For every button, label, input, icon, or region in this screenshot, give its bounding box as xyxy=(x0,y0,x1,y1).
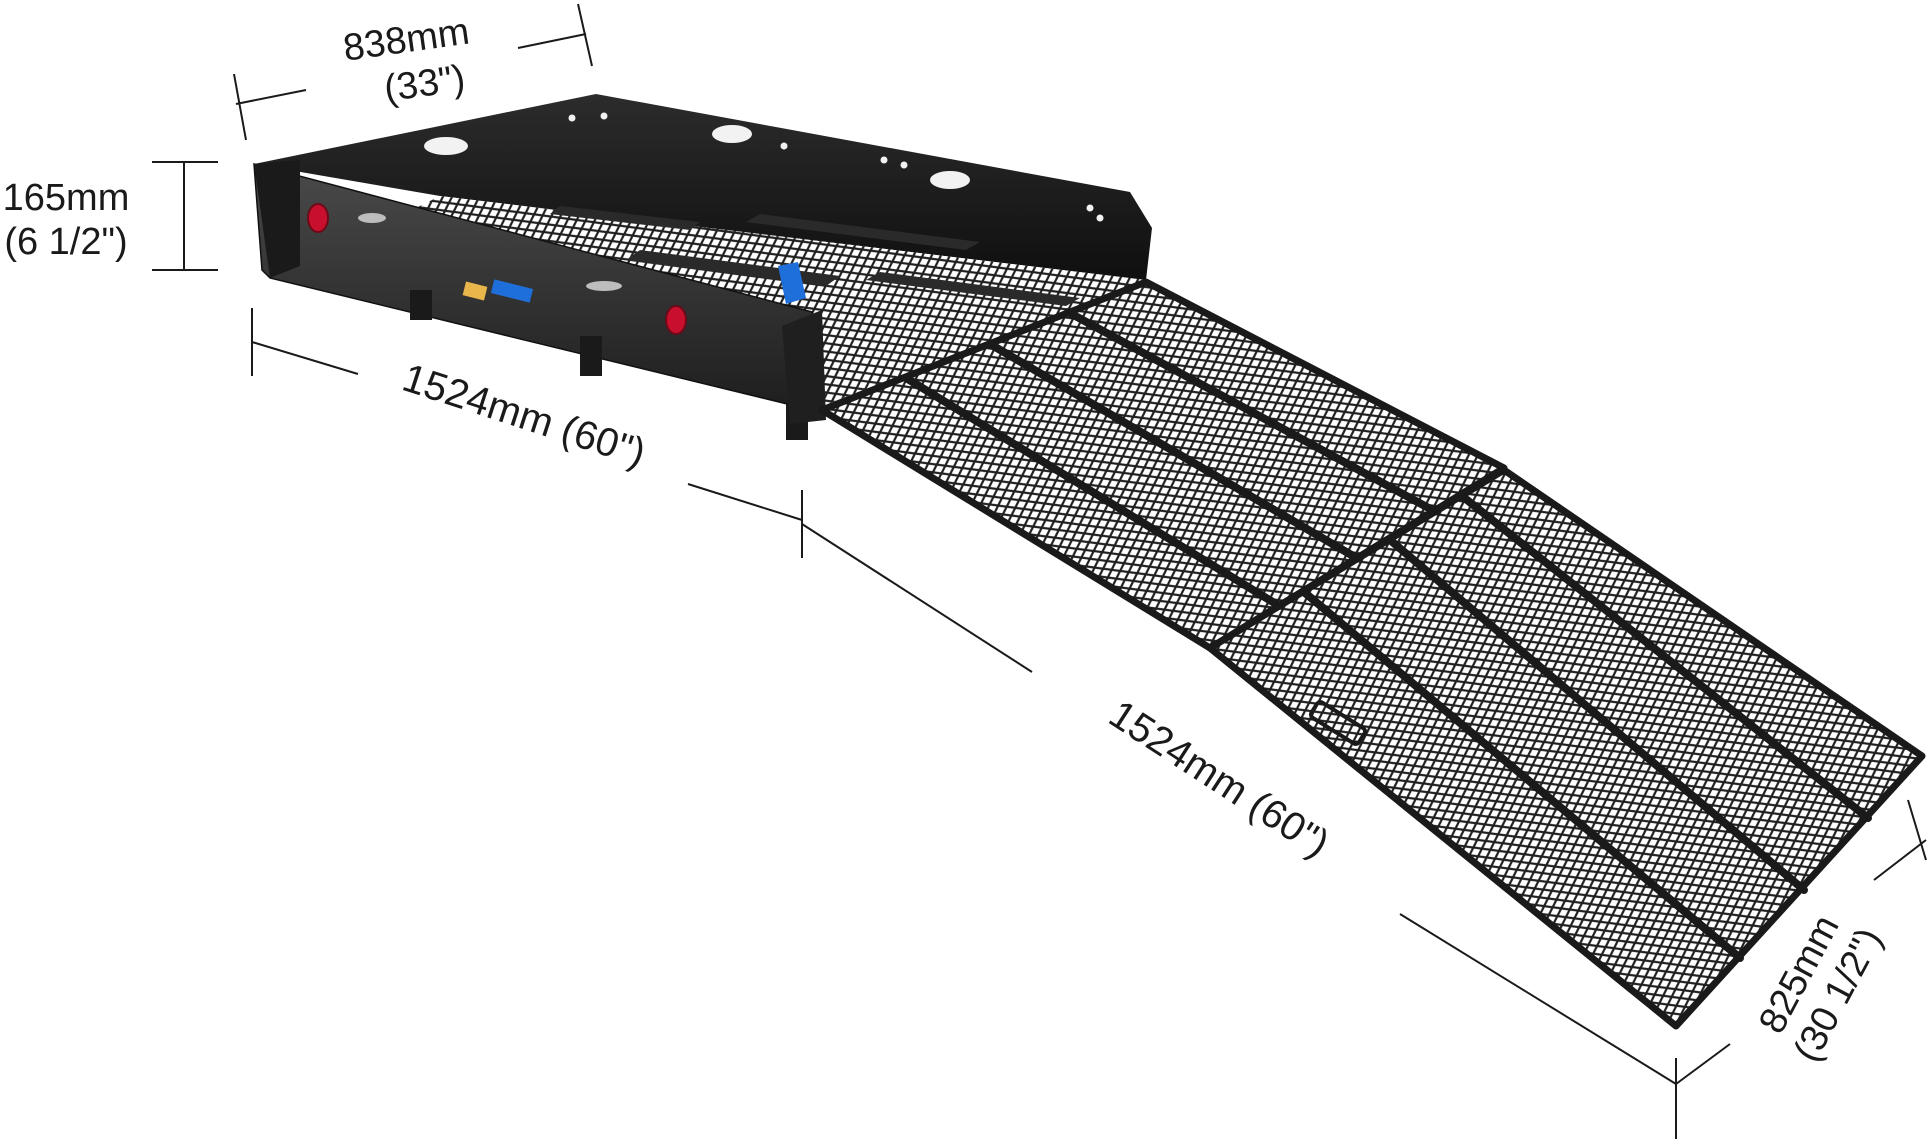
side-rail-slot xyxy=(586,281,622,291)
side-rail-slot xyxy=(358,213,386,223)
cargo-carrier xyxy=(253,94,1152,440)
ramp-upper-bars xyxy=(902,308,1440,608)
ramp-latch-clamp xyxy=(778,262,806,304)
back-wall-handle-hole xyxy=(424,137,468,155)
reflector-right xyxy=(665,305,687,335)
ramp-carry-handle xyxy=(1308,700,1368,746)
back-wall-handle-hole xyxy=(930,171,970,189)
height-dimension-label: 165mm (6 1/2") xyxy=(3,177,130,263)
ramp-lower-frame xyxy=(1206,466,1926,1030)
dimension-lines xyxy=(152,3,1927,1139)
carrier-length-label: 1524mm (60") xyxy=(397,356,650,476)
ramp-lower-section xyxy=(1206,466,1926,1030)
mount-bracket xyxy=(410,290,432,320)
width-dimension-label: 838mm (33") xyxy=(341,11,472,111)
back-wall-handle-hole xyxy=(712,125,752,143)
mount-bracket xyxy=(580,336,602,376)
width-in-text: (33") xyxy=(382,58,468,111)
carrier-back-wall xyxy=(254,94,1152,280)
back-wall-bolt-holes xyxy=(568,112,1104,222)
carrier-front-rail xyxy=(253,163,813,411)
height-in-text: (6 1/2") xyxy=(4,221,127,263)
hitch-pin-clamp xyxy=(490,279,534,303)
warning-label xyxy=(462,281,488,301)
ramp-hinge-arm xyxy=(782,310,826,424)
carrier-end-wall xyxy=(254,160,300,278)
carrier-length-text: 1524mm (60") xyxy=(397,356,650,476)
reflector-left xyxy=(307,203,329,233)
height-mm-text: 165mm xyxy=(3,177,130,219)
ramp-lower-bars xyxy=(1300,492,1872,962)
